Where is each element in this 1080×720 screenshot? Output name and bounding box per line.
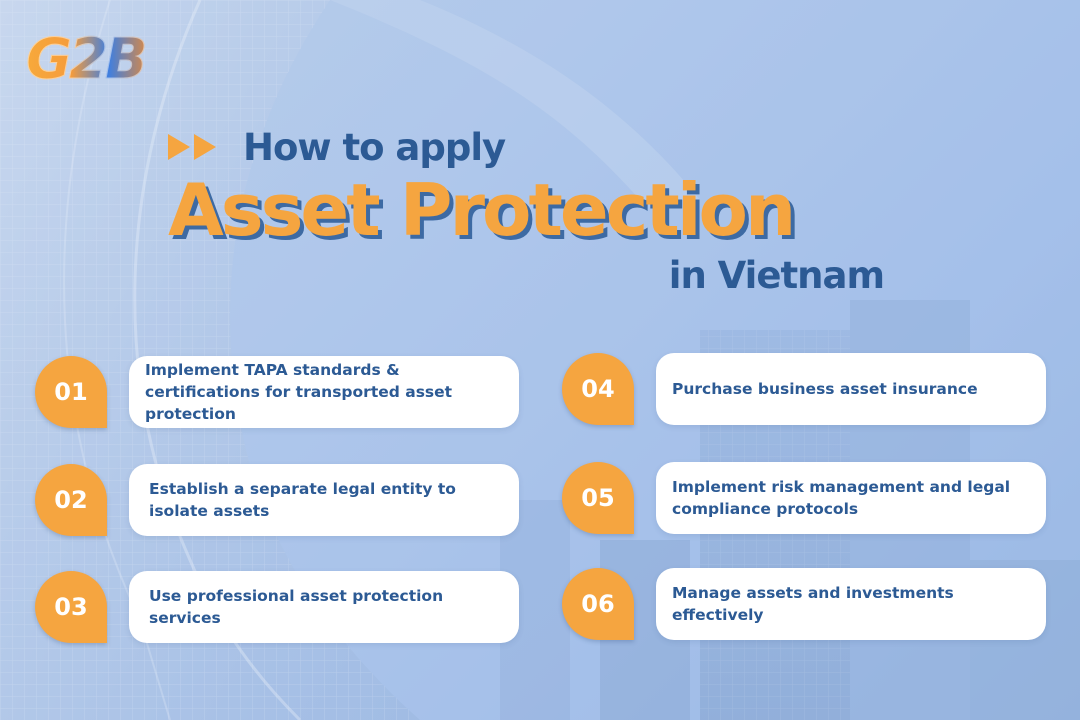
step-number-badge: 01 bbox=[35, 356, 107, 428]
step-number-badge: 06 bbox=[562, 568, 634, 640]
step-item: 05 Implement risk management and legal c… bbox=[562, 462, 1052, 540]
step-text-card: Manage assets and investments effectivel… bbox=[656, 568, 1046, 640]
step-number-badge: 03 bbox=[35, 571, 107, 643]
step-number-badge: 02 bbox=[35, 464, 107, 536]
double-arrow-icon bbox=[168, 134, 216, 160]
step-text-card: Implement risk management and legal comp… bbox=[656, 462, 1046, 534]
header-line-3: in Vietnam bbox=[668, 254, 885, 297]
step-text-card: Implement TAPA standards & certification… bbox=[129, 356, 519, 428]
header-line-1: How to apply bbox=[243, 126, 506, 169]
step-item: 01 Implement TAPA standards & certificat… bbox=[35, 356, 525, 434]
step-item: 03 Use professional asset protection ser… bbox=[35, 571, 525, 649]
step-text-card: Purchase business asset insurance bbox=[656, 353, 1046, 425]
step-item: 06 Manage assets and investments effecti… bbox=[562, 568, 1052, 646]
step-item: 04 Purchase business asset insurance bbox=[562, 353, 1052, 431]
header-main-title: Asset Protection bbox=[168, 168, 796, 252]
step-text-card: Establish a separate legal entity to iso… bbox=[129, 464, 519, 536]
logo-text: G2B bbox=[26, 27, 176, 92]
step-number-badge: 05 bbox=[562, 462, 634, 534]
step-item: 02 Establish a separate legal entity to … bbox=[35, 464, 525, 542]
g2b-logo: G2B bbox=[26, 27, 176, 92]
step-number-badge: 04 bbox=[562, 353, 634, 425]
step-text-card: Use professional asset protection servic… bbox=[129, 571, 519, 643]
